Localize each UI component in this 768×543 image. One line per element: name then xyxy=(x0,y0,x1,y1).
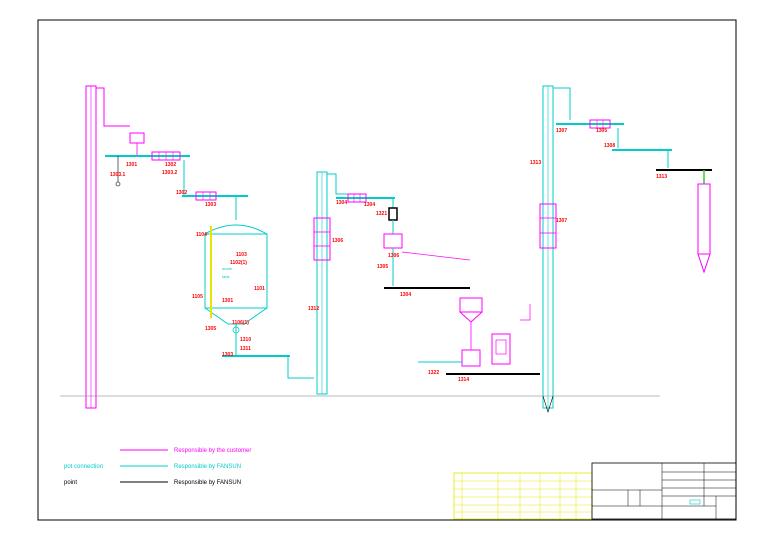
tag-tank-a: 1103 xyxy=(236,252,247,258)
tag-t5b: 1305 xyxy=(377,264,388,270)
tag-tank-c: 1101 xyxy=(254,286,265,292)
right-magenta-block xyxy=(539,203,557,249)
tag-t13b: 1313 xyxy=(530,160,541,166)
tag-t5: 1305 xyxy=(205,326,216,332)
left-top-box xyxy=(129,132,145,144)
tag-t4b: 1304 xyxy=(364,202,375,208)
tag-t22: 1322 xyxy=(428,370,439,376)
tag-tank-d: 1104 xyxy=(196,232,207,238)
tag-t2: 1302 xyxy=(165,162,176,168)
tag-t6b: 1306 xyxy=(332,238,343,244)
collection-box xyxy=(461,349,481,367)
screw-conveyor-2 xyxy=(195,191,217,201)
tag-tank-e: 1105 xyxy=(192,294,203,300)
tag-t12: 1312 xyxy=(308,306,319,312)
right-silo xyxy=(697,183,711,255)
tag-t10: 1310 xyxy=(240,337,251,343)
tag-t11: 1311 xyxy=(240,346,251,352)
tag-t5c: 1305 xyxy=(596,128,607,134)
legend-fansun-2: Responsible by FANSUN xyxy=(174,480,241,486)
middle-magenta-block xyxy=(313,217,331,261)
legend-left-2: point xyxy=(64,480,77,486)
tag-t1b: 1301 xyxy=(126,162,137,168)
right-column-group: 1307 1305 1308 1313 1313 1307 xyxy=(530,85,712,414)
legend-left-1: pot connection xyxy=(64,464,103,470)
tag-t3: 1303 xyxy=(222,352,233,358)
tag-t4c: 1304 xyxy=(400,292,411,298)
tag-t2b: 1302 xyxy=(176,190,187,196)
left-column-group: mode tank 1103 1102(1) 1101 1104 1105 13… xyxy=(85,85,314,409)
drawing-border xyxy=(37,19,737,521)
filter-box xyxy=(459,297,483,313)
legend: Responsible by the customer Responsible … xyxy=(64,448,251,486)
tag-t3b: 1303.2 xyxy=(162,170,178,176)
tag-t3c: 1303 xyxy=(205,202,216,208)
tag-t4: 1304 xyxy=(336,200,347,206)
tag-t14: 1314 xyxy=(458,377,469,383)
tag-t1: 1301 xyxy=(222,298,233,304)
title-block xyxy=(453,462,737,520)
tag-t3a: 1303.1 xyxy=(110,172,126,178)
tag-t8: 1308 xyxy=(604,143,615,149)
screw-conveyor-4 xyxy=(589,119,611,129)
tag-t6: 1306 xyxy=(388,253,399,259)
svg-text:mode: mode xyxy=(222,266,233,271)
tag-t7: 1307 xyxy=(556,128,567,134)
tag-t7b: 1307 xyxy=(556,218,567,224)
tag-t13: 1313 xyxy=(656,174,667,180)
legend-customer: Responsible by the customer xyxy=(174,448,251,454)
screw-conveyor-3 xyxy=(347,193,367,203)
legend-fansun-1: Responsible by FANSUN xyxy=(174,464,241,470)
middle-hopper-box xyxy=(383,233,403,249)
svg-text:tank: tank xyxy=(222,274,230,279)
rotary-valve xyxy=(388,207,398,221)
tag-tank-f: 1106(1) xyxy=(232,320,249,326)
tag-t21: 1321 xyxy=(376,211,387,217)
reactor-tank xyxy=(204,233,268,309)
tag-tank-b: 1102(1) xyxy=(230,260,247,266)
cabinet-box xyxy=(491,333,511,365)
middle-column-group: 1304 1304 1321 1306 1305 1304 1312 1306 … xyxy=(308,171,540,395)
